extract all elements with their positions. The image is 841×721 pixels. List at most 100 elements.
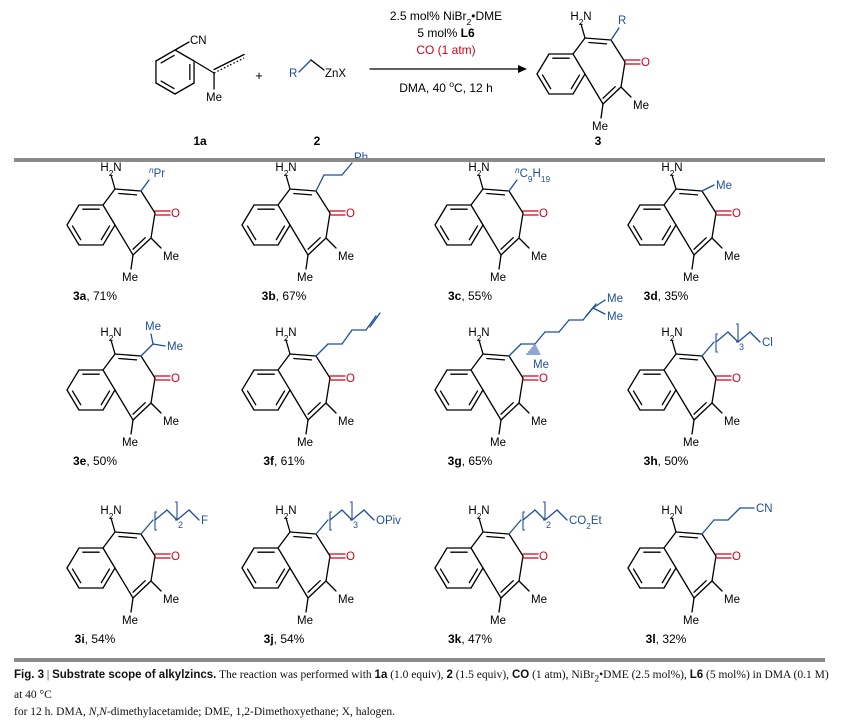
label-part: CN bbox=[756, 503, 773, 515]
double-bond-inner bbox=[661, 390, 672, 406]
bond bbox=[675, 188, 703, 192]
label-part: 2 bbox=[467, 17, 472, 27]
label-part: N bbox=[481, 327, 489, 339]
label-part: H bbox=[275, 162, 283, 174]
bond bbox=[701, 341, 715, 357]
side-chain-label: Me bbox=[607, 311, 623, 323]
label-part: Me bbox=[592, 121, 608, 133]
double-bond-inner bbox=[693, 580, 707, 593]
r-group-label: R bbox=[289, 68, 297, 80]
methyl-label: Me bbox=[338, 416, 354, 428]
bond bbox=[289, 353, 317, 357]
methyl-label: Me bbox=[163, 594, 179, 606]
label-part: n bbox=[515, 166, 520, 175]
allene-bond bbox=[229, 53, 245, 63]
double-bond-inner bbox=[661, 225, 672, 241]
bond bbox=[663, 369, 677, 391]
bond bbox=[363, 509, 375, 521]
label-part: 2 bbox=[284, 334, 289, 343]
repeat-bracket bbox=[154, 511, 157, 531]
amine-label: H2N bbox=[661, 327, 682, 343]
methyl-label: Me bbox=[531, 251, 547, 263]
label-part: N bbox=[674, 327, 682, 339]
label-part: Me bbox=[297, 272, 313, 284]
label-part: Me bbox=[531, 416, 547, 428]
double-bond-inner bbox=[71, 390, 82, 406]
bond bbox=[277, 547, 291, 569]
caption-text: for 12 h. DMA, bbox=[14, 706, 89, 719]
label-part: Me bbox=[724, 251, 740, 263]
label-part: Me bbox=[683, 272, 699, 284]
bond bbox=[325, 377, 331, 404]
carbonyl-oxygen: O bbox=[539, 208, 548, 220]
bond bbox=[289, 224, 309, 256]
bond bbox=[534, 331, 546, 345]
bond bbox=[174, 41, 190, 51]
bond bbox=[150, 377, 156, 404]
compound-yield-label: 3g, 65% bbox=[448, 454, 493, 468]
label-part: , 50% bbox=[658, 454, 689, 468]
label-part: Me bbox=[163, 416, 179, 428]
bond bbox=[277, 224, 291, 246]
repeat-bracket bbox=[715, 333, 718, 353]
carbonyl-oxygen: O bbox=[171, 373, 180, 385]
methyl-label: Me bbox=[163, 416, 179, 428]
bond bbox=[140, 343, 154, 357]
bond bbox=[711, 212, 717, 239]
bond bbox=[140, 179, 150, 192]
label-part: O bbox=[641, 57, 650, 69]
side-chain-label: nPr bbox=[149, 166, 165, 181]
label-part: N bbox=[481, 505, 489, 517]
bond bbox=[140, 190, 156, 214]
label-part: 2 bbox=[670, 334, 675, 343]
methyl-bond bbox=[711, 580, 723, 592]
bond bbox=[482, 389, 502, 421]
caption-text: (1.0 equiv), bbox=[387, 669, 447, 681]
bond bbox=[241, 204, 255, 226]
nitrile-label: CN bbox=[190, 35, 207, 47]
bond bbox=[277, 531, 291, 549]
repeat-count: 2 bbox=[546, 520, 551, 530]
label-part: Me bbox=[338, 594, 354, 606]
bond bbox=[711, 377, 717, 404]
bond bbox=[289, 567, 309, 599]
bond bbox=[572, 37, 586, 55]
label-part: + bbox=[255, 68, 263, 83]
bond bbox=[166, 509, 178, 521]
label-part: N bbox=[113, 162, 121, 174]
double-bond-inner bbox=[500, 580, 514, 593]
caption-text: •DME (2.5 mol%), bbox=[599, 669, 690, 681]
bond bbox=[602, 86, 622, 105]
condition-ligand: 5 mol% L6 bbox=[417, 26, 475, 40]
caption-bold: 1a bbox=[374, 669, 388, 681]
methyl-bond bbox=[498, 597, 502, 613]
bond bbox=[482, 224, 502, 256]
label-part: N bbox=[288, 327, 296, 339]
label-part: H bbox=[275, 327, 283, 339]
bond bbox=[508, 179, 518, 192]
label-part: 3e bbox=[73, 454, 87, 468]
repeat-bracket bbox=[736, 323, 739, 343]
bond bbox=[66, 547, 80, 569]
double-bond-inner bbox=[439, 568, 450, 584]
bond bbox=[627, 204, 641, 226]
bond bbox=[584, 37, 612, 41]
bond bbox=[150, 333, 154, 345]
methyl-bond bbox=[305, 597, 309, 613]
bond bbox=[66, 204, 80, 226]
bond bbox=[610, 39, 626, 63]
label-part: 2 bbox=[314, 134, 321, 148]
carbonyl-oxygen: O bbox=[171, 208, 180, 220]
bond bbox=[114, 224, 134, 256]
carbonyl-oxygen: O bbox=[346, 551, 355, 563]
side-chain-label: nC9H19 bbox=[515, 166, 550, 184]
bond bbox=[715, 331, 729, 343]
label-part: Me bbox=[724, 594, 740, 606]
bond bbox=[241, 224, 255, 246]
bond bbox=[470, 353, 484, 371]
